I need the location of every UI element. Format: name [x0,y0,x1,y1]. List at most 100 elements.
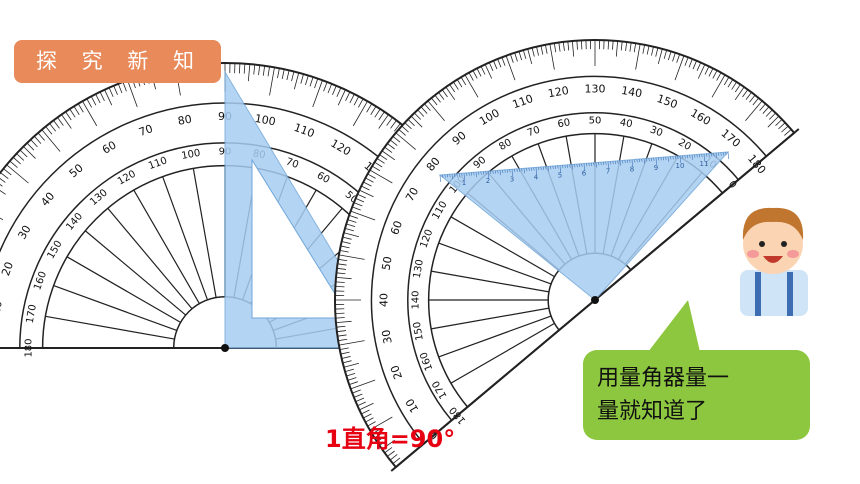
tilted-protractor-inner-label: 150 [412,321,426,342]
tilted-protractor-tick [775,119,783,126]
tilted-protractor-tick [629,42,632,52]
tilted-protractor-tick [749,94,756,103]
ruler-tick [494,170,497,174]
ruler-tick [698,154,701,158]
ruler-tick [662,157,665,161]
tilted-protractor-inner-label: 50 [589,116,602,127]
tilted-protractor-tick [395,450,417,468]
ruler-tick [624,160,626,164]
left-protractor-tick [99,91,105,101]
ruler-tick [530,167,533,171]
tilted-protractor-tick [379,154,388,161]
tilted-protractor-tick [527,48,533,65]
ruler-tick [538,167,540,171]
left-protractor-tick [86,98,93,108]
left-protractor-tick [82,100,98,127]
left-protractor-tick [26,142,35,151]
tilted-protractor-tick [672,52,676,62]
tilted-protractor-tick [424,103,431,111]
ruler-label: 2 [486,177,490,185]
ruler-tick [665,156,667,161]
ruler-label: 1 [462,179,466,187]
ruler-tick [677,155,679,160]
left-protractor-tick [357,98,364,108]
left-protractor-tick [293,72,300,90]
ruler-label: 11 [700,160,709,168]
tilted-protractor-tick [464,74,479,98]
ruler-tick [614,160,617,165]
ruler-label: 7 [606,168,610,176]
left-protractor-outer-label: 70 [137,122,155,139]
left-protractor-tick [258,65,261,76]
ruler-tick [511,169,513,177]
tilted-protractor-tick [493,60,498,70]
ruler-tick [586,163,588,167]
ruler-tick [682,155,684,159]
ruler-tick [550,166,552,170]
tilted-protractor-tick [392,457,401,464]
ruler-tick [557,165,559,169]
tilted-protractor-tick [711,74,726,98]
ruler-tick [691,154,693,160]
tilted-protractor-outer-label: 20 [388,363,405,381]
speech-bubble-text: 用量角器量一 量就知道了 [585,352,805,438]
tilted-protractor-tick [361,185,370,191]
tilted-protractor-tick [384,146,393,153]
tilted-protractor-tick [456,79,463,88]
tilted-protractor-outer-label: 10 [403,396,421,415]
left-protractor-tick [267,66,270,77]
left-protractor-tick [0,189,6,195]
left-protractor-tick [243,63,246,74]
tilted-protractor-tick [723,76,730,86]
tilted-protractor-tick [769,112,776,120]
ruler-tick [581,163,583,167]
tilted-protractor-tick [571,40,575,57]
tilted-protractor-tick [453,81,459,90]
ruler-tick [670,156,672,160]
tilted-protractor-tick [339,347,349,351]
ruler-tick [502,169,504,174]
tilted-protractor-tick [518,51,523,61]
ruler-tick [607,161,609,169]
ruler-tick [658,157,660,161]
ruler-label: 4 [534,173,539,181]
left-protractor-tick [345,91,351,101]
tilted-protractor-tick [505,55,516,81]
tilted-protractor-tick [434,94,441,103]
left-protractor-tick [312,80,323,108]
ruler-tick [485,171,487,175]
ruler-tick [660,157,662,161]
ruler-tick [588,163,590,167]
tilted-protractor-tick [369,416,393,431]
left-protractor-tick [61,114,72,129]
ruler-tick [470,172,473,176]
left-protractor-outer-label: 30 [16,223,34,242]
left-protractor-inner-label: 170 [25,304,39,325]
left-protractor-tick [332,85,337,95]
tilted-protractor-tick [646,45,650,55]
tilted-protractor-tick [663,49,668,59]
tilted-protractor-tick [335,281,345,283]
left-protractor-tick [77,103,84,113]
tilted-protractor-tick [417,109,425,117]
tilted-protractor-tick [337,334,347,337]
left-protractor-tick [95,93,101,104]
tilted-protractor-tick [460,76,467,86]
ruler-label: 10 [676,162,685,170]
ruler-tick [672,156,674,160]
tilted-protractor-tick [531,47,535,57]
left-protractor-tick [247,64,251,82]
left-protractor-ray [133,189,200,304]
ruler-tick [622,160,624,164]
tilted-protractor-tick [371,428,381,435]
left-protractor-tick [49,123,56,132]
ruler-tick [590,162,593,166]
ruler-tick [456,173,458,177]
left-protractor-tick [323,81,328,92]
tilted-protractor-ray [630,192,723,271]
tilted-protractor-ray [438,242,552,285]
ruler-tick [583,163,585,171]
left-protractor-tick [122,81,127,92]
ruler-tick [578,163,581,167]
